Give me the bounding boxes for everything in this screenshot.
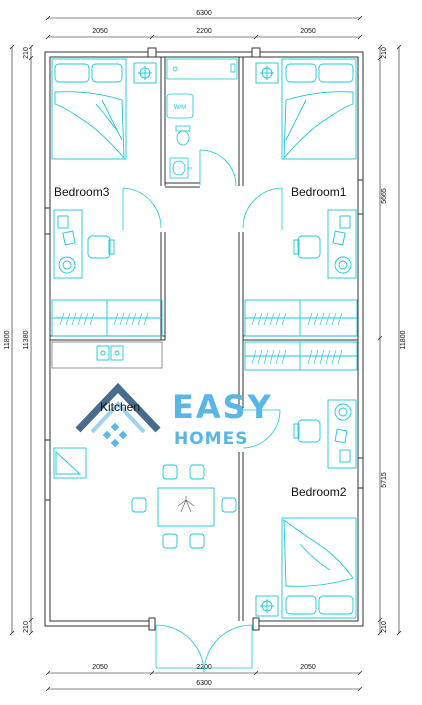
bed-bedroom1: [281, 58, 357, 160]
dim-top-total: 6300: [196, 10, 212, 17]
bed-bedroom3: [51, 58, 127, 160]
dim-left-top: 210: [23, 47, 30, 59]
dimension-labels: 6300 2050 2200 2050 2050 2200 2050 6300 …: [4, 10, 407, 687]
bedroom3-wardrobe-hangers: [59, 312, 149, 326]
kitchen-furniture: [51, 341, 237, 549]
logo-brand-bottom: HOMES: [174, 429, 248, 449]
bedroom1-wardrobe-hangers: [251, 312, 343, 326]
dim-right-lower: 5715: [381, 472, 388, 488]
dining-centerpiece: [177, 496, 195, 513]
dim-left-bottom: 210: [23, 621, 30, 633]
dim-bottom-left: 2050: [92, 664, 108, 671]
doors: [122, 149, 283, 673]
logo-brand-top: EASY: [172, 388, 273, 426]
dim-right-upper: 5665: [381, 188, 388, 204]
bed-bedroom2: [281, 517, 357, 619]
room-label-bedroom3: Bedroom3: [54, 185, 110, 199]
bathroom: [166, 58, 238, 179]
dim-top-right: 2050: [300, 28, 316, 35]
washer-label: W/M: [174, 105, 186, 111]
dim-right-total: 11800: [400, 330, 407, 349]
easy-homes-logo: EASY HOMES: [75, 382, 273, 449]
room-label-bedroom2: Bedroom2: [291, 485, 347, 499]
dim-top-left: 2050: [92, 28, 108, 35]
dimension-lines: [9, 15, 402, 692]
dim-top-mid: 2200: [196, 28, 212, 35]
logo-diamond-icon: [110, 422, 120, 432]
bedroom2-wardrobe-hangers: [251, 349, 343, 365]
dim-left-inner: 11380: [23, 330, 30, 349]
dim-bottom-right: 2050: [300, 664, 316, 671]
bedroom2-furniture: [244, 341, 358, 619]
washing-machine: [166, 93, 194, 119]
dim-right-top: 210: [381, 47, 388, 59]
bedroom1-furniture: [244, 58, 358, 337]
bedroom3-furniture: [51, 58, 163, 337]
dim-bottom-total: 6300: [196, 680, 212, 687]
room-label-bedroom1: Bedroom1: [291, 185, 347, 199]
logo-roof-icon: [75, 382, 161, 433]
dim-left-total: 11800: [4, 330, 11, 349]
room-label-kitchen: Kitchen: [100, 400, 140, 414]
dim-right-bottom: 210: [381, 621, 388, 633]
